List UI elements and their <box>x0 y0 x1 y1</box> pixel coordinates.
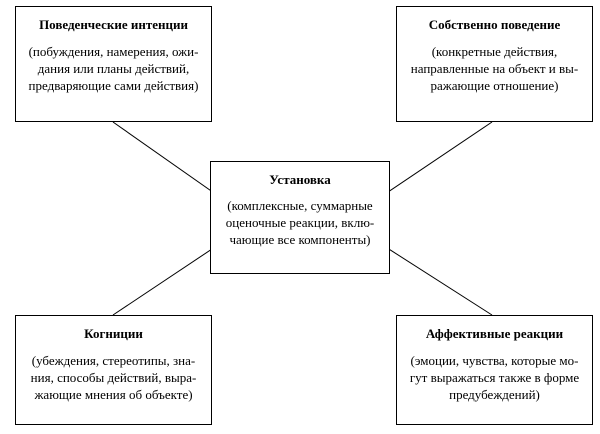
node-attitude: Установка (комплексные, суммарные оценоч… <box>210 161 390 274</box>
node-desc-line: дания или планы действий, <box>37 61 190 76</box>
node-desc-line: гут выражаться также в форме <box>409 370 580 385</box>
node-desc-line: ния, способы действий, выра- <box>30 370 197 385</box>
node-description: (убеждения, стереотипы, зна- ния, способ… <box>20 352 207 403</box>
node-title: Собственно поведение <box>428 17 561 32</box>
node-desc-line: (эмоции, чувства, которые мо- <box>410 353 579 368</box>
node-desc-line: (комплексные, суммарные <box>227 198 373 213</box>
node-behavioral-intentions: Поведенческие интенции (побуждения, наме… <box>15 6 212 122</box>
node-desc-line: (конкретные действия, <box>431 44 558 59</box>
node-title: Поведенческие интенции <box>39 17 188 32</box>
node-desc-line: жающие мнения об объекте) <box>34 387 193 402</box>
node-description: (побуждения, намерения, ожи- дания или п… <box>20 43 207 94</box>
node-description: (эмоции, чувства, которые мо- гут выража… <box>401 352 588 403</box>
node-cognitions: Когниции (убеждения, стереотипы, зна- ни… <box>15 315 212 425</box>
node-desc-line: оценочные реакции, вклю- <box>225 215 375 230</box>
node-actual-behavior: Собственно поведение (конкретные действи… <box>396 6 593 122</box>
node-desc-line: ражающие отношение) <box>430 78 559 93</box>
node-desc-line: (убеждения, стереотипы, зна- <box>31 353 196 368</box>
node-description: (конкретные действия, направленные на об… <box>401 43 588 94</box>
node-title: Аффективные реакции <box>425 326 564 341</box>
node-title: Установка <box>269 172 331 187</box>
node-desc-line: предваряющие сами действия) <box>28 78 199 93</box>
node-title: Когниции <box>84 326 143 341</box>
node-affective-reactions: Аффективные реакции (эмоции, чувства, ко… <box>396 315 593 425</box>
node-desc-line: предубеждений) <box>449 387 540 402</box>
node-desc-line: (побуждения, намерения, ожи- <box>28 44 199 59</box>
node-desc-line: направленные на объект и вы- <box>410 61 579 76</box>
node-description: (комплексные, суммарные оценочные реакци… <box>215 197 385 248</box>
node-desc-line: чающие все компоненты) <box>229 232 371 247</box>
